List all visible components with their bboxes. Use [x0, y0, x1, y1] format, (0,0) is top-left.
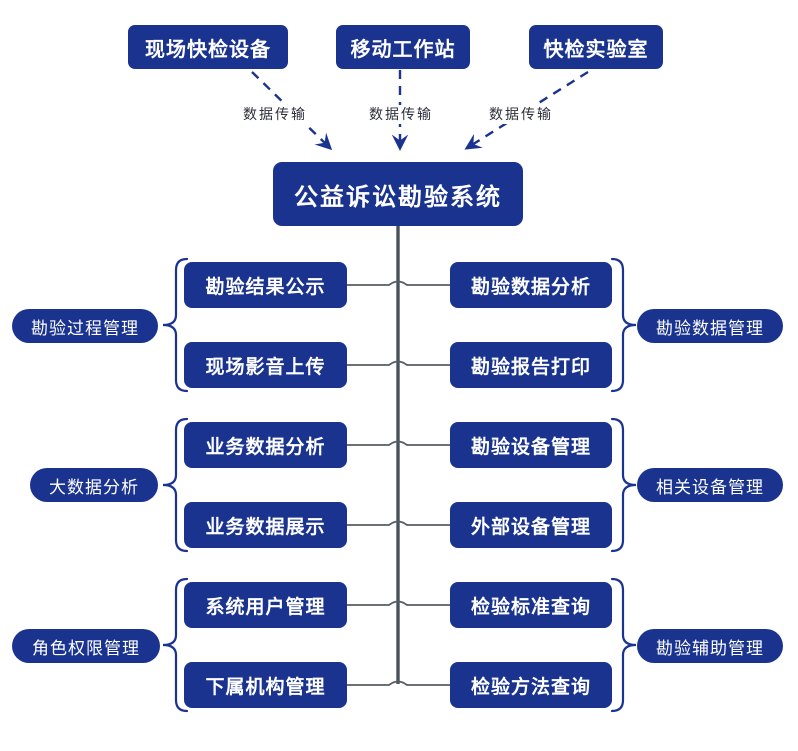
- feature-node: 业务数据分析: [184, 422, 347, 468]
- feature-node: 现场影音上传: [184, 342, 347, 388]
- group-braces: [162, 257, 637, 713]
- category-pill: 勘验数据管理: [637, 309, 783, 343]
- category-pill: 大数据分析: [30, 468, 158, 502]
- branch-connector: [347, 280, 450, 286]
- source-node-mobile-workstation: 移动工作站: [336, 25, 470, 69]
- feature-node: 检验方法查询: [450, 662, 612, 708]
- feature-node: 勘验设备管理: [450, 422, 612, 468]
- feature-node: 勘验数据分析: [450, 262, 612, 308]
- group-brace-left: [162, 417, 189, 553]
- category-pill: 勘验过程管理: [12, 309, 158, 343]
- feature-node: 业务数据展示: [184, 502, 347, 548]
- group-brace-right: [610, 417, 637, 553]
- category-pill: 相关设备管理: [637, 468, 783, 502]
- group-brace-left: [162, 257, 189, 393]
- category-pill: 角色权限管理: [12, 629, 160, 663]
- source-node-rapid-test-lab: 快检实验室: [529, 25, 663, 69]
- group-brace-right: [610, 257, 637, 393]
- data-transfer-label: 数据传输: [487, 105, 555, 124]
- data-transfer-label: 数据传输: [241, 105, 309, 124]
- branch-connector: [347, 600, 450, 606]
- branch-connector: [347, 680, 450, 686]
- group-brace-left: [162, 577, 189, 713]
- source-node-field-devices: 现场快检设备: [128, 25, 288, 69]
- branch-connector: [347, 520, 450, 526]
- feature-node: 下属机构管理: [184, 662, 347, 708]
- branch-connectors: [347, 280, 450, 686]
- feature-node: 系统用户管理: [184, 582, 347, 628]
- system-root-node: 公益诉讼勘验系统: [273, 162, 523, 226]
- feature-node: 检验标准查询: [450, 582, 612, 628]
- branch-connector: [347, 440, 450, 446]
- feature-node: 外部设备管理: [450, 502, 612, 548]
- feature-node: 勘验结果公示: [184, 262, 347, 308]
- group-brace-right: [610, 577, 637, 713]
- branch-connector: [347, 360, 450, 366]
- data-transfer-label: 数据传输: [367, 105, 435, 124]
- feature-node: 勘验报告打印: [450, 342, 612, 388]
- category-pill: 勘验辅助管理: [637, 629, 783, 663]
